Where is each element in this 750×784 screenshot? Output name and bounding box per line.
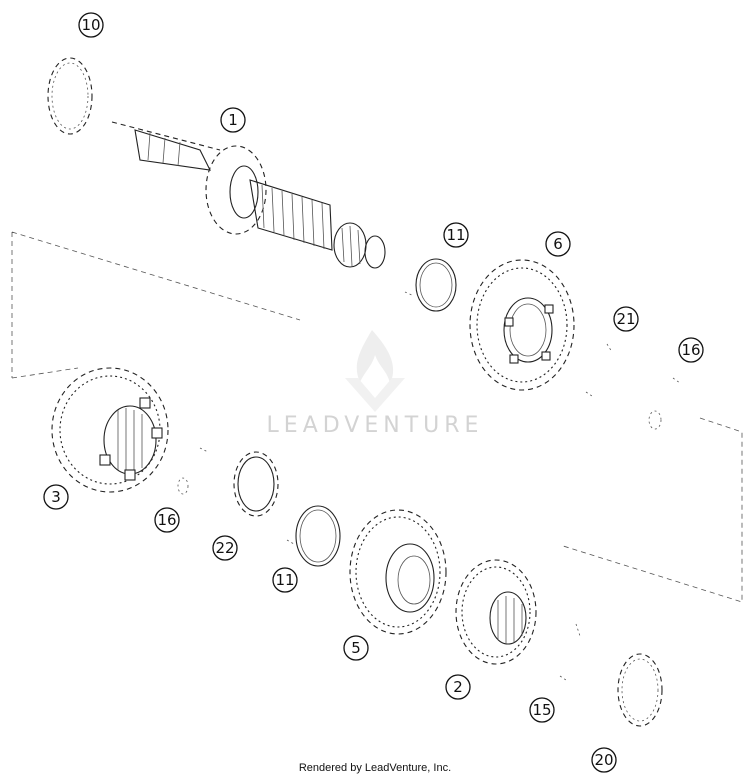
part-21-clip bbox=[585, 343, 613, 397]
callout-6: 6 bbox=[545, 231, 571, 257]
svg-text:5: 5 bbox=[351, 639, 361, 657]
callout-11-upper: 11 bbox=[443, 222, 469, 248]
part-11-washer-lower bbox=[286, 505, 341, 567]
svg-text:3: 3 bbox=[51, 488, 61, 506]
callout-16-upper: 16 bbox=[678, 337, 704, 363]
footer-credit: Rendered by LeadVenture, Inc. bbox=[298, 762, 452, 774]
svg-text:1: 1 bbox=[228, 111, 238, 129]
part-5-gear bbox=[349, 509, 447, 635]
part-22-splined-ring bbox=[233, 451, 279, 517]
svg-text:16: 16 bbox=[157, 511, 176, 529]
callout-1: 1 bbox=[220, 107, 246, 133]
part-16-washer-upper bbox=[648, 377, 681, 430]
part-10-ring bbox=[47, 57, 93, 135]
callout-5: 5 bbox=[343, 635, 369, 661]
watermark-text: LEADVENTURE bbox=[267, 413, 484, 438]
callout-3: 3 bbox=[43, 484, 69, 510]
part-16-washer-lower bbox=[177, 447, 209, 495]
svg-text:16: 16 bbox=[681, 341, 700, 359]
part-11-washer-upper bbox=[404, 258, 457, 312]
callout-10: 10 bbox=[78, 12, 104, 38]
callout-16-lower: 16 bbox=[154, 507, 180, 533]
svg-text:21: 21 bbox=[616, 310, 635, 328]
svg-text:11: 11 bbox=[446, 226, 465, 244]
svg-text:22: 22 bbox=[215, 539, 234, 557]
svg-text:15: 15 bbox=[532, 701, 551, 719]
part-1-main-shaft bbox=[111, 121, 386, 269]
callout-2: 2 bbox=[445, 674, 471, 700]
callout-20: 20 bbox=[591, 747, 617, 773]
callout-15: 15 bbox=[529, 697, 555, 723]
callout-11-lower: 11 bbox=[272, 567, 298, 593]
leadventure-flame-logo-icon bbox=[345, 330, 405, 412]
callout-22: 22 bbox=[212, 535, 238, 561]
part-2-gear-bearing bbox=[455, 559, 537, 665]
assembly-outline bbox=[11, 231, 743, 603]
part-20-ring bbox=[617, 653, 663, 727]
callout-21: 21 bbox=[613, 306, 639, 332]
svg-text:6: 6 bbox=[553, 235, 563, 253]
svg-text:20: 20 bbox=[594, 751, 613, 769]
part-3-gear bbox=[51, 367, 169, 493]
svg-text:11: 11 bbox=[275, 571, 294, 589]
svg-text:10: 10 bbox=[81, 16, 100, 34]
part-6-gear bbox=[469, 259, 575, 391]
part-15-washer bbox=[559, 623, 581, 681]
svg-text:2: 2 bbox=[453, 678, 463, 696]
